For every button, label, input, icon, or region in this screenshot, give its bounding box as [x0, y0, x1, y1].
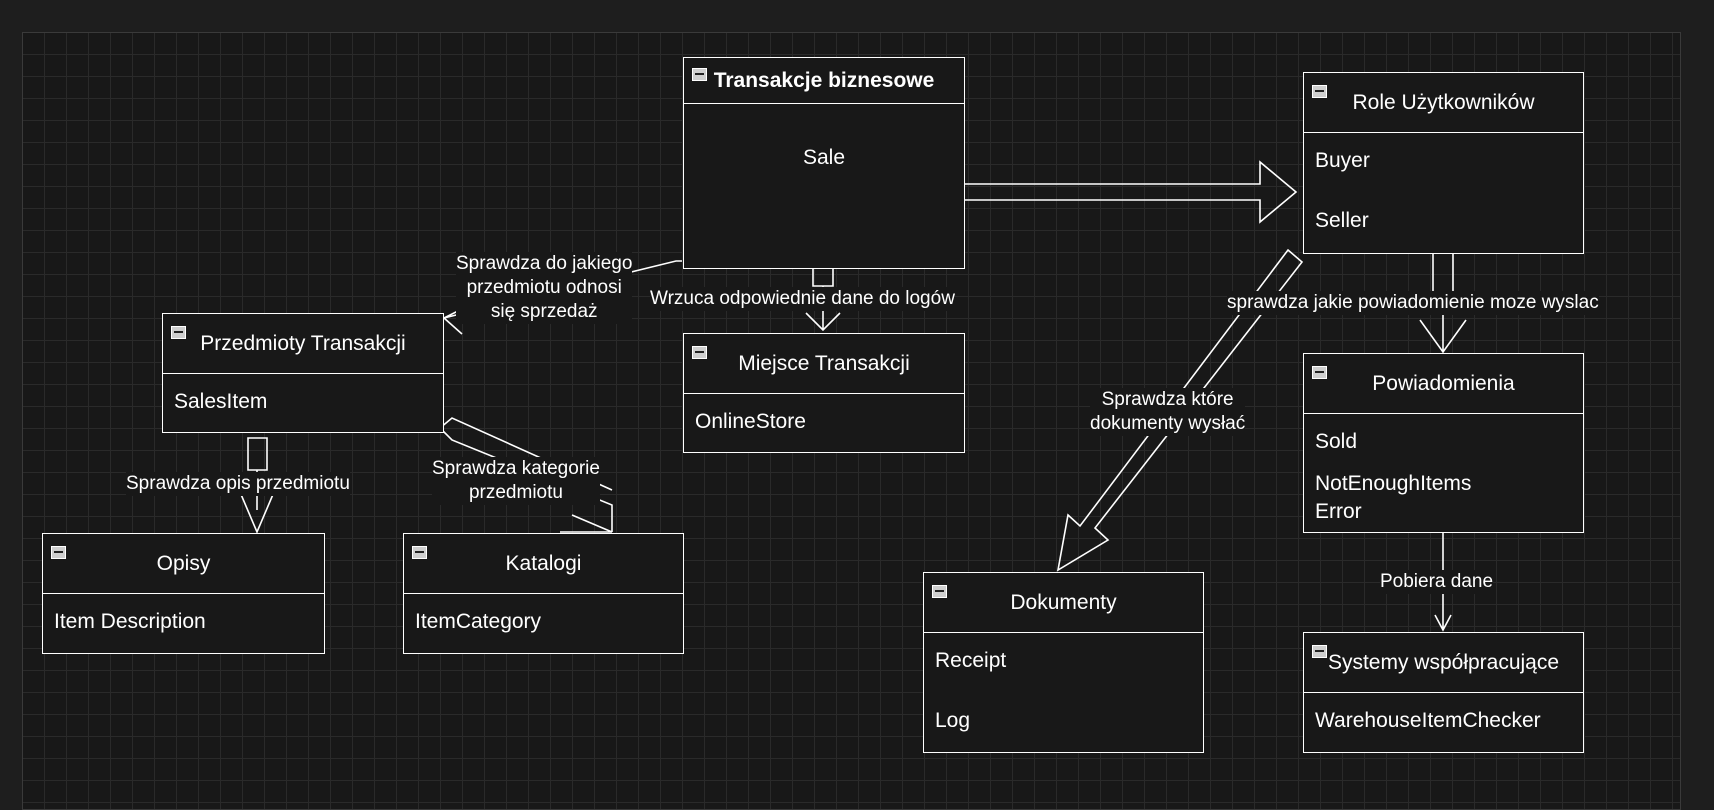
class-item: Log — [935, 709, 971, 732]
class-item: Error — [1315, 500, 1362, 523]
class-title: Systemy współpracujące — [1327, 650, 1560, 674]
class-title: Opisy — [156, 551, 211, 575]
class-systemy-wspolpracujace[interactable]: Systemy współpracujące WarehouseItemChec… — [1303, 632, 1584, 753]
class-item: OnlineStore — [695, 410, 806, 433]
edge-label-powiadomienie: sprawdza jakie powiadomienie moze wyslac — [1227, 291, 1599, 315]
class-opisy[interactable]: Opisy Item Description — [42, 533, 325, 654]
class-item: SalesItem — [174, 390, 268, 413]
class-title: Transakcje biznesowe — [713, 68, 935, 92]
edge-label-opis: Sprawdza opis przedmiotu — [126, 472, 350, 496]
class-header: Role Użytkowników — [1304, 73, 1583, 133]
class-transakcje-biznesowe[interactable]: Transakcje biznesowe Sale — [683, 57, 965, 269]
class-body: Sale — [684, 104, 964, 268]
class-item: Item Description — [54, 610, 206, 633]
class-body: SalesItem — [163, 374, 443, 432]
class-header: Powiadomienia — [1304, 354, 1583, 414]
collapse-icon[interactable] — [1312, 85, 1327, 98]
class-item: WarehouseItemChecker — [1315, 709, 1541, 732]
class-item: Sold — [1315, 430, 1358, 453]
class-item: ItemCategory — [415, 610, 542, 633]
class-katalogi[interactable]: Katalogi ItemCategory — [403, 533, 684, 654]
class-body: Item Description — [43, 594, 324, 653]
collapse-icon[interactable] — [692, 68, 707, 81]
class-body: Sold NotEnoughItems Error — [1304, 414, 1583, 532]
collapse-icon[interactable] — [171, 326, 186, 339]
class-przedmioty-transakcji[interactable]: Przedmioty Transakcji SalesItem — [162, 313, 444, 433]
class-header: Katalogi — [404, 534, 683, 594]
edge-label-dokumenty: Sprawdza które dokumenty wysłać — [1090, 388, 1246, 436]
class-item: NotEnoughItems — [1315, 472, 1472, 495]
class-title: Powiadomienia — [1372, 371, 1515, 395]
class-dokumenty[interactable]: Dokumenty Receipt Log — [923, 572, 1204, 753]
class-header: Transakcje biznesowe — [684, 58, 964, 104]
class-header: Miejsce Transakcji — [684, 334, 964, 394]
collapse-icon[interactable] — [51, 546, 66, 559]
class-item: Receipt — [935, 649, 1007, 672]
class-miejsce-transakcji[interactable]: Miejsce Transakcji OnlineStore — [683, 333, 965, 453]
edge-label-przedmiot: Sprawdza do jakiego przedmiotu odnosi si… — [456, 252, 633, 324]
class-header: Opisy — [43, 534, 324, 594]
class-body: OnlineStore — [684, 394, 964, 452]
class-body: Buyer Seller — [1304, 133, 1583, 253]
class-role-uzytkownikow[interactable]: Role Użytkowników Buyer Seller — [1303, 72, 1584, 254]
class-header: Przedmioty Transakcji — [163, 314, 443, 374]
edge-label-kategorie: Sprawdza kategorie przedmiotu — [432, 457, 600, 505]
collapse-icon[interactable] — [932, 585, 947, 598]
class-header: Dokumenty — [924, 573, 1203, 633]
edge-label-logi: Wrzuca odpowiednie dane do logów — [650, 287, 955, 311]
class-body: Receipt Log — [924, 633, 1203, 752]
class-title: Miejsce Transakcji — [738, 351, 910, 375]
class-title: Katalogi — [505, 551, 582, 575]
collapse-icon[interactable] — [1312, 366, 1327, 379]
class-header: Systemy współpracujące — [1304, 633, 1583, 693]
class-title: Role Użytkowników — [1352, 90, 1535, 114]
class-body: WarehouseItemChecker — [1304, 693, 1583, 752]
collapse-icon[interactable] — [412, 546, 427, 559]
class-powiadomienia[interactable]: Powiadomienia Sold NotEnoughItems Error — [1303, 353, 1584, 533]
class-body: ItemCategory — [404, 594, 683, 653]
edge-label-pobiera: Pobiera dane — [1380, 570, 1494, 594]
class-title: Dokumenty — [1010, 590, 1117, 614]
collapse-icon[interactable] — [692, 346, 707, 359]
class-item: Sale — [802, 146, 846, 169]
class-item: Seller — [1315, 209, 1369, 232]
collapse-icon[interactable] — [1312, 645, 1327, 658]
class-item: Buyer — [1315, 149, 1370, 172]
class-title: Przedmioty Transakcji — [200, 331, 406, 355]
